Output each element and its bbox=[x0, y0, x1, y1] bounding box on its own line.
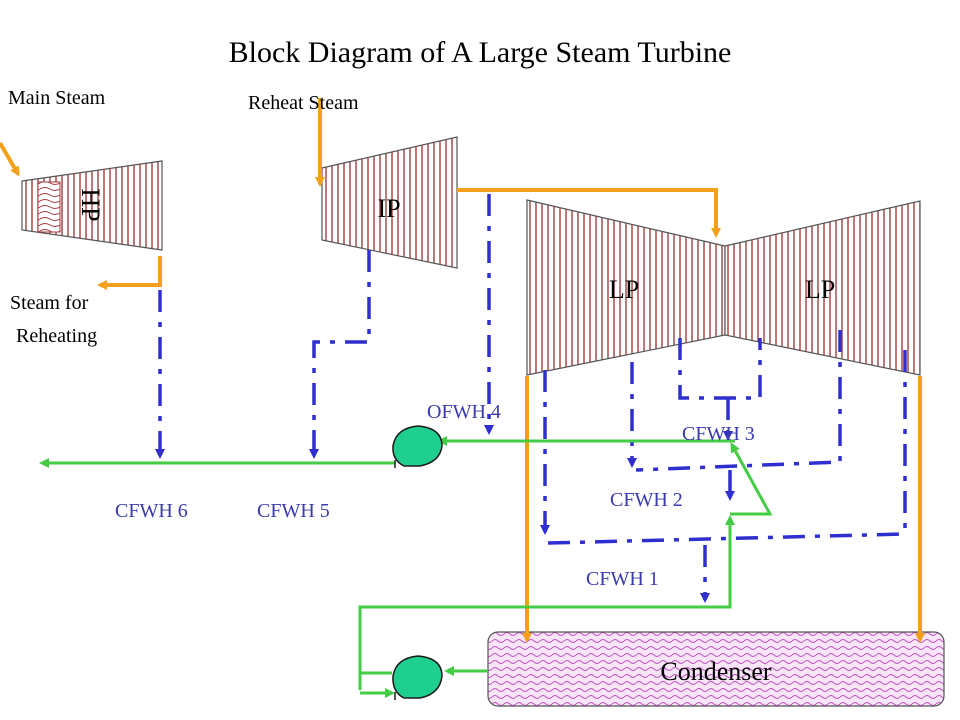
ofwh4-label: OFWH 4 bbox=[427, 401, 501, 423]
lp-right-label: LP bbox=[805, 275, 835, 304]
cfwh6-label: CFWH 6 bbox=[115, 500, 188, 522]
bleed-lp-cfwh3 bbox=[678, 338, 762, 400]
feedwater-lines bbox=[39, 436, 773, 698]
diagram-title: Block Diagram of A Large Steam Turbine bbox=[229, 36, 732, 69]
condensate-pump-lower bbox=[392, 655, 443, 700]
main-steam-line bbox=[0, 141, 20, 177]
cfwh2-label: CFWH 2 bbox=[610, 489, 683, 511]
steam-lines bbox=[0, 98, 925, 643]
ip-turbine bbox=[321, 136, 458, 269]
hp-label: HP bbox=[76, 188, 105, 221]
bleed-lp-right-cfwh2 bbox=[635, 330, 842, 472]
steam-to-reheat-line bbox=[97, 256, 162, 290]
ip-to-lp-crossover bbox=[457, 188, 721, 238]
steam-for-label: Steam for bbox=[10, 292, 89, 314]
feed-pump-upper bbox=[392, 425, 443, 468]
cfwh1-label: CFWH 1 bbox=[586, 568, 659, 590]
reheat-steam-label: Reheat Steam bbox=[248, 92, 359, 114]
feedwater-to-cfwh1 bbox=[358, 515, 735, 675]
condenser-label: Condenser bbox=[660, 657, 772, 686]
bleed-lines bbox=[155, 194, 907, 603]
condenser bbox=[487, 631, 945, 707]
cfwh3-label: CFWH 3 bbox=[682, 423, 755, 445]
ip-label: IP bbox=[377, 194, 400, 223]
lp-left-label: LP bbox=[609, 275, 639, 304]
reheating-label: Reheating bbox=[16, 325, 97, 347]
cfwh5-label: CFWH 5 bbox=[257, 500, 330, 522]
bleed-ip-cfwh5 bbox=[309, 250, 371, 459]
bleed-cfwh1-header bbox=[547, 532, 906, 545]
feedwater-cfwh2-cfwh3 bbox=[730, 442, 773, 516]
lp-turbine-right bbox=[724, 200, 921, 376]
main-steam-label: Main Steam bbox=[8, 87, 106, 109]
hp-inlet-nozzle bbox=[37, 181, 61, 233]
